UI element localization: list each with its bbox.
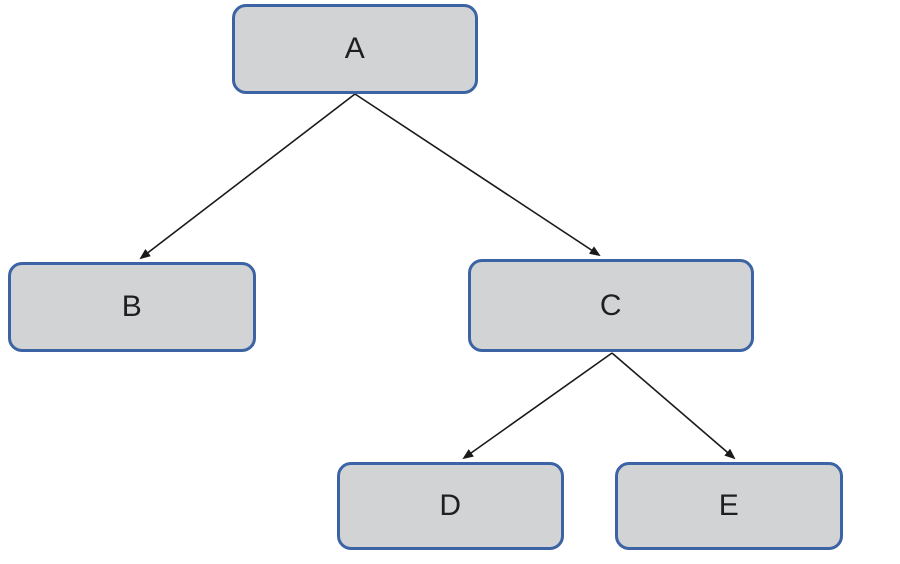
node-A-label: A: [344, 32, 366, 65]
edge-C-to-E-arrow: [611, 352, 736, 460]
node-D-label: D: [439, 489, 462, 522]
node-B-label: B: [121, 290, 143, 323]
edge-C-to-D-arrow: [462, 352, 613, 460]
edge-A-to-B-arrow: [139, 93, 356, 260]
node-C-label: C: [599, 288, 623, 322]
node-D: D: [337, 462, 564, 550]
node-B: B: [8, 262, 256, 352]
node-A: A: [232, 4, 478, 94]
edge-A-to-C-arrow: [354, 93, 601, 257]
node-E-label: E: [718, 489, 740, 522]
node-C: C: [468, 259, 754, 352]
node-E: E: [615, 462, 843, 550]
